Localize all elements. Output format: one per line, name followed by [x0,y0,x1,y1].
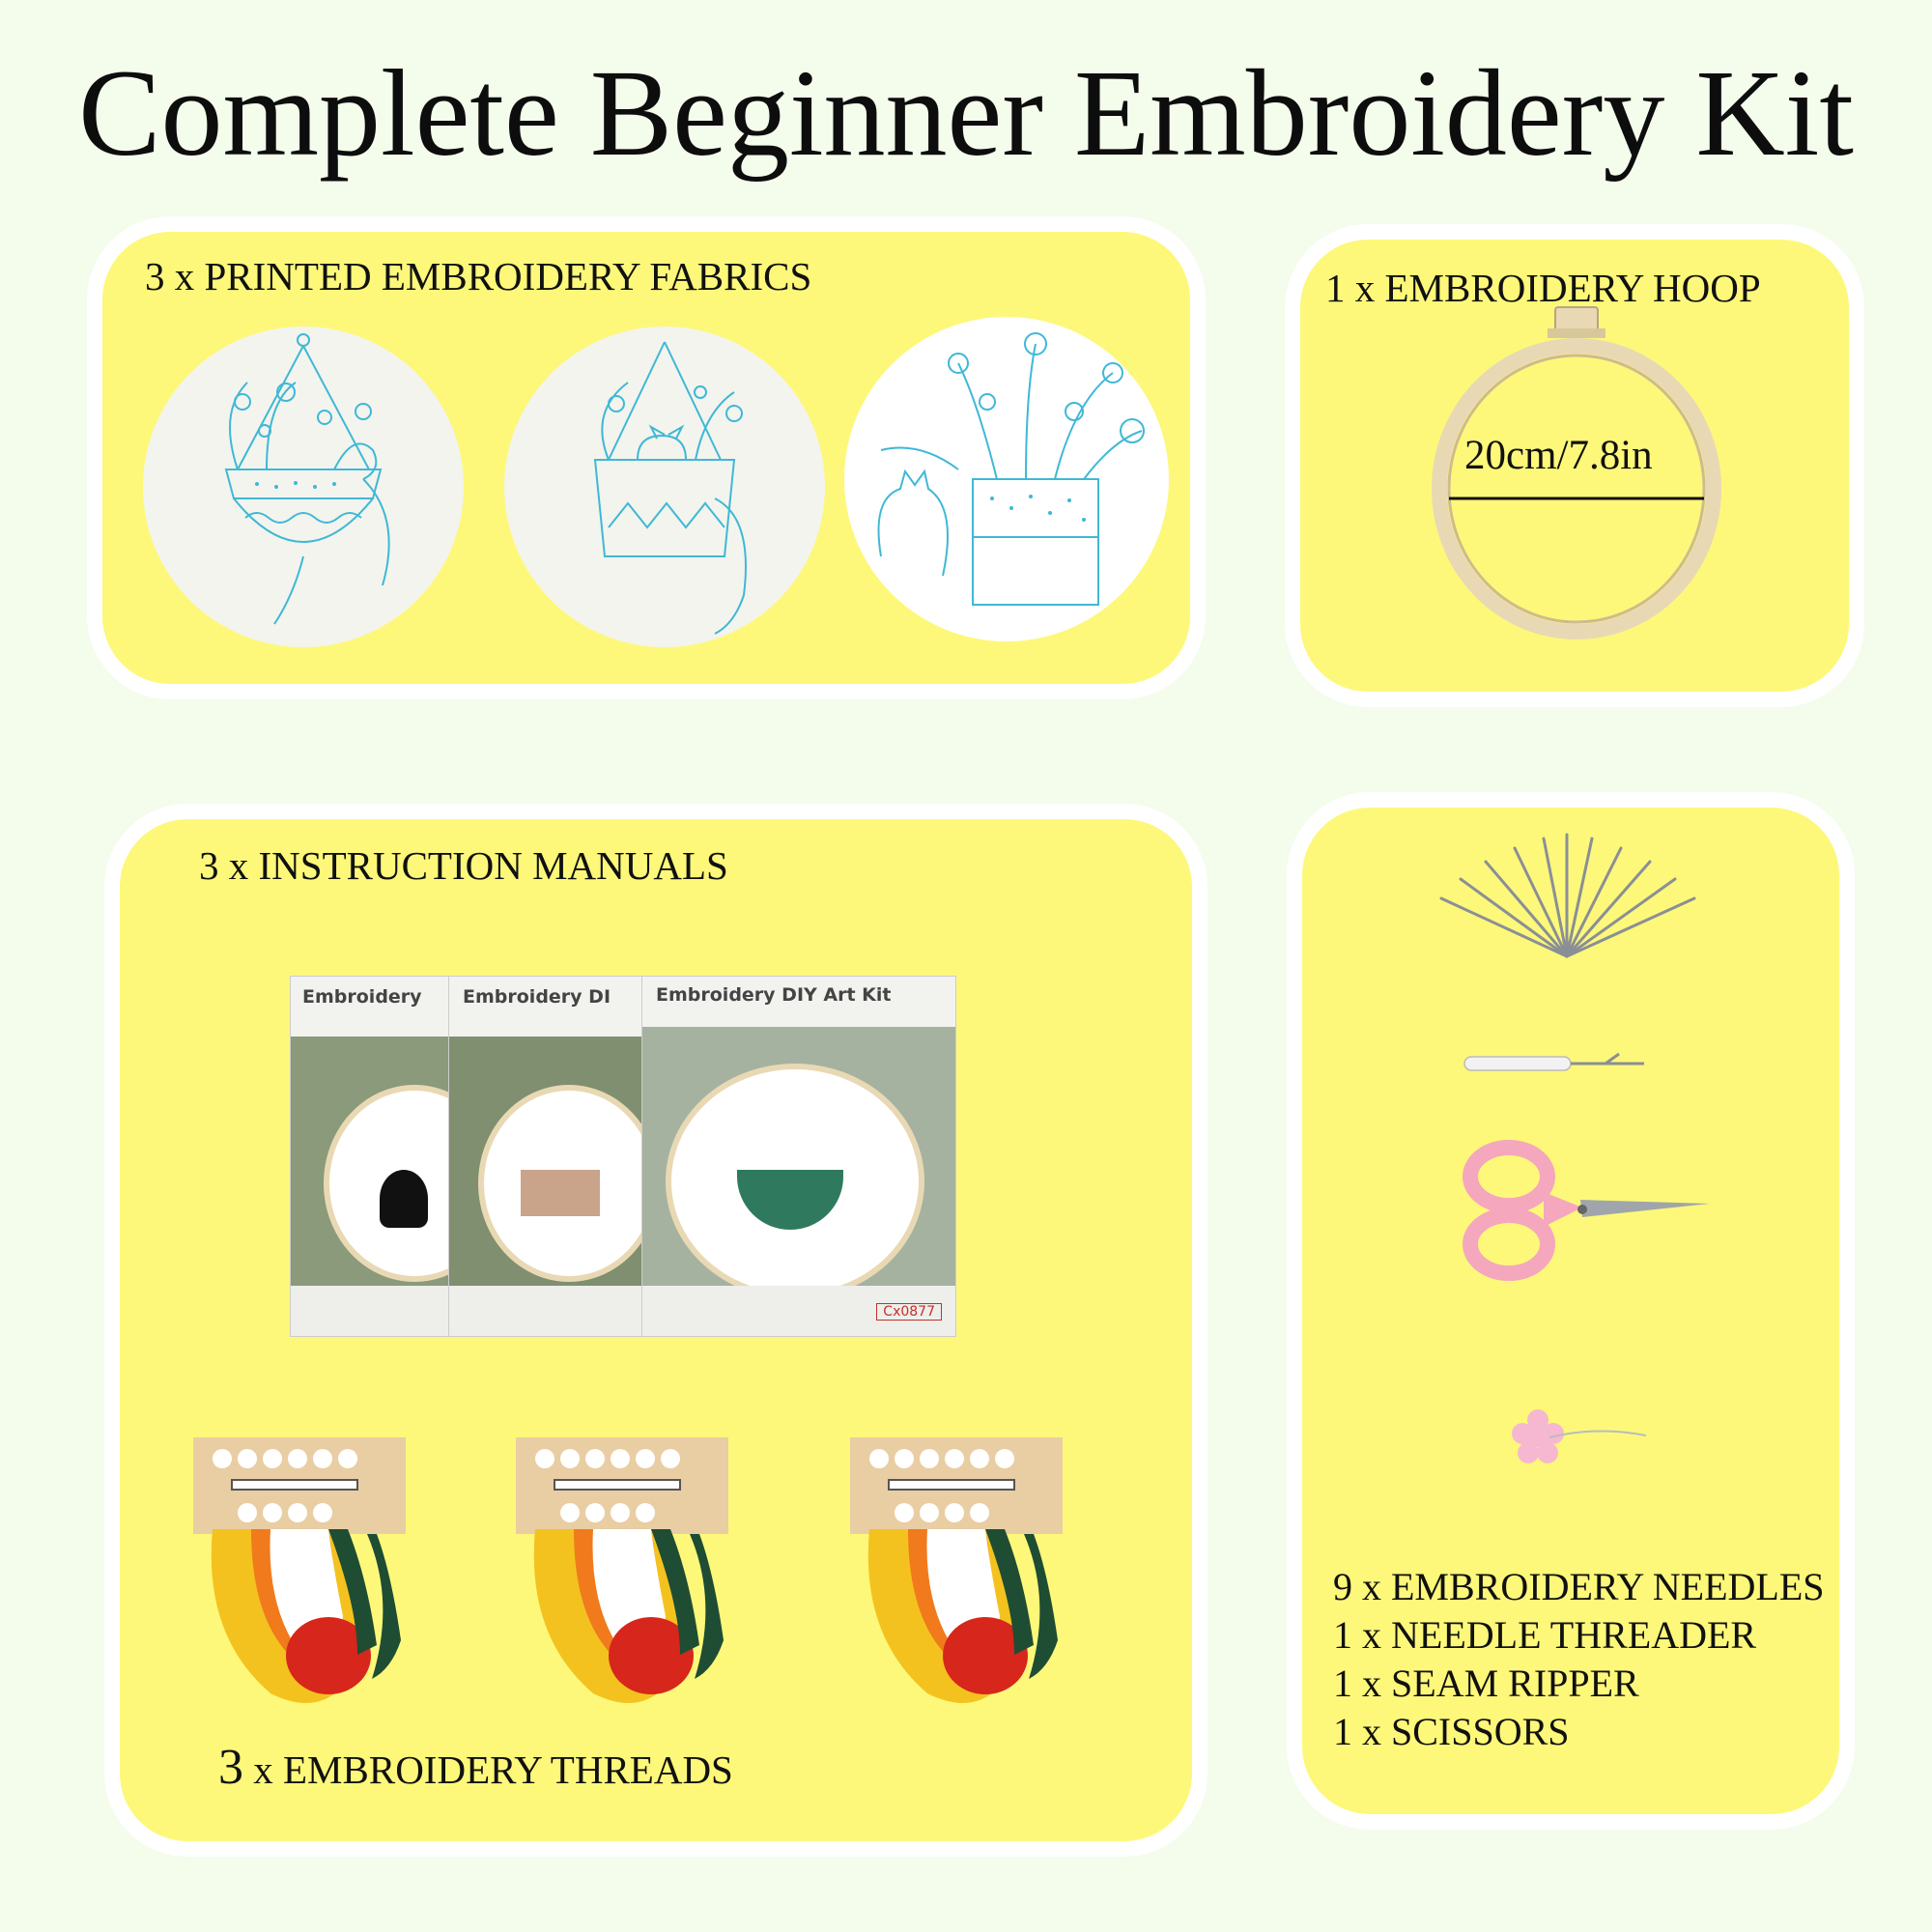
manuals-label: 3 x INSTRUCTION MANUALS [199,843,728,888]
threads-label: 3 x EMBROIDERY THREADS [218,1741,733,1797]
threads-count: 3 [218,1740,243,1795]
seam-ripper-icon [1463,1052,1644,1071]
page-title: Complete Beginner Embroidery Kit [78,44,1854,182]
thread-bundle-icon [516,1437,728,1703]
tools-list: 9 x EMBROIDERY NEEDLES 1 x NEEDLE THREAD… [1333,1563,1825,1756]
thread-bundle-icon [193,1437,406,1703]
tools-item: 1 x NEEDLE THREADER [1333,1613,1757,1657]
hoop-size-label: 20cm/7.8in [1464,433,1653,478]
hoop-panel: 1 x EMBROIDERY HOOP 20cm/7.8in [1300,240,1849,692]
manual-card: Embroidery DI [448,976,672,1337]
manual-card: Embroidery DIY Art Kit Cx0877 [641,976,956,1337]
manual-card-title: Embroidery DI [449,977,671,1037]
tools-item: 1 x SEAM RIPPER [1333,1662,1639,1705]
threads-text: x EMBROIDERY THREADS [253,1747,733,1792]
hanging-planter-pattern-icon [143,327,464,647]
fabrics-label: 3 x PRINTED EMBROIDERY FABRICS [145,254,812,298]
scissors-icon [1463,1140,1710,1281]
manual-card-title: Embroidery DIY Art Kit [642,977,955,1027]
tools-panel: 9 x EMBROIDERY NEEDLES 1 x NEEDLE THREAD… [1302,808,1839,1814]
flower-box-pattern-icon [844,317,1169,641]
hoop-label: 1 x EMBROIDERY HOOP [1325,266,1761,310]
manuals-panel: 3 x INSTRUCTION MANUALS Embroidery Embro… [120,819,1192,1841]
fabrics-panel: 3 x PRINTED EMBROIDERY FABRICS [102,232,1190,684]
needles-icon [1439,833,1696,958]
cat-pot-pattern-icon [504,327,825,647]
embroidery-hoop-icon [1432,306,1721,639]
manual-code: Cx0877 [876,1303,942,1321]
flower-threader-icon [1512,1409,1647,1463]
thread-bundle-icon [850,1437,1063,1703]
tools-item: 9 x EMBROIDERY NEEDLES [1333,1565,1825,1608]
tools-item: 1 x SCISSORS [1333,1710,1570,1753]
